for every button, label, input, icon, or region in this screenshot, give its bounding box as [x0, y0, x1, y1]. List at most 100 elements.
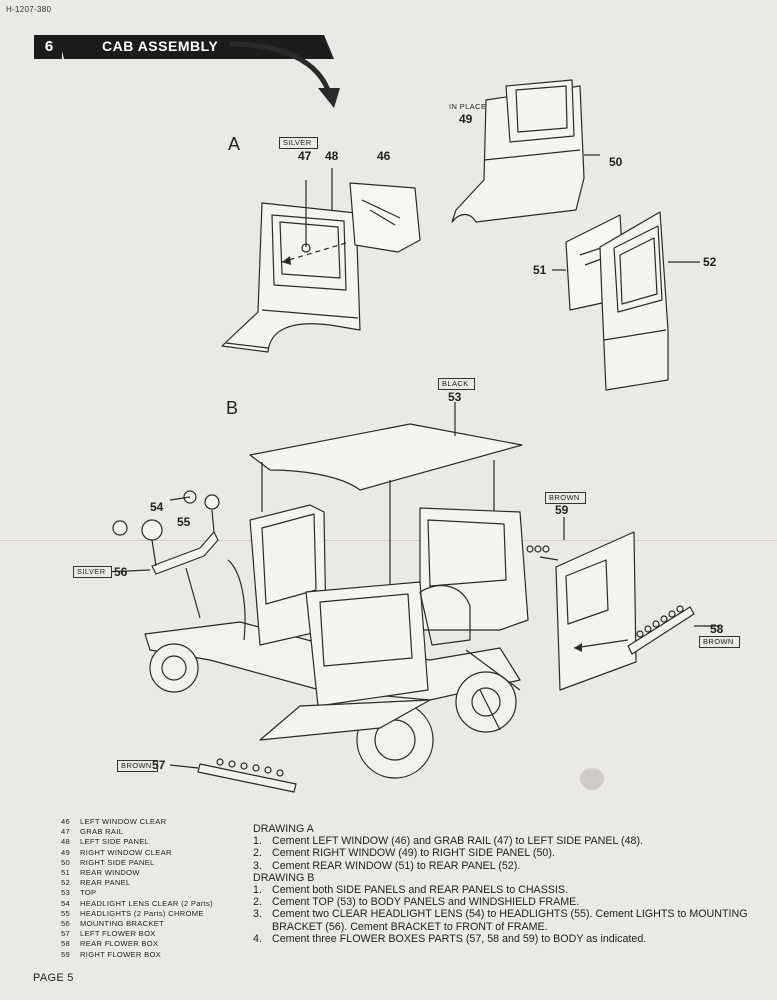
part-number: 56	[61, 919, 71, 929]
step-index: 2.	[253, 896, 262, 909]
part-number: 49	[61, 847, 71, 857]
drawing-a-letter: A	[228, 134, 241, 154]
part-number: 51	[61, 868, 71, 878]
part-name: REAR WINDOW	[80, 868, 140, 878]
rear-panel-drawing	[552, 211, 700, 391]
part-number: 47	[61, 827, 71, 837]
parts-list-row: 48 LEFT SIDE PANEL	[61, 837, 213, 847]
silver-tag-a: SILVER	[279, 137, 318, 149]
part-name: LEFT SIDE PANEL	[80, 837, 150, 847]
instruction-text: Cement three FLOWER BOXES PARTS (57, 58 …	[272, 932, 647, 945]
left-window-drawing	[281, 182, 421, 265]
instruction-text: Cement TOP (53) to BODY PANELS and WINDS…	[272, 896, 580, 909]
parts-list-row: 57 LEFT FLOWER BOX	[61, 929, 213, 939]
step-index: 4.	[253, 932, 262, 945]
part-name: RIGHT WINDOW CLEAR	[80, 847, 172, 857]
step-index: 2.	[253, 847, 262, 860]
part-name: LEFT WINDOW CLEAR	[80, 817, 167, 826]
headlights-drawing	[103, 490, 220, 619]
instruction-step: 2. Cement RIGHT WINDOW (49) to RIGHT SIDE…	[253, 847, 753, 859]
step-index: 1.	[253, 835, 262, 848]
drawing-b-heading: DRAWING B	[253, 871, 315, 884]
step-index: 3.	[253, 859, 262, 872]
part-label-48: 48	[325, 149, 339, 163]
parts-list-row: 49 RIGHT WINDOW CLEAR	[61, 848, 213, 858]
paper-smudge	[580, 768, 604, 790]
document-code: H-1207-380	[6, 5, 52, 14]
assembly-drawing	[103, 41, 720, 793]
drawing-a-heading: DRAWING A	[253, 823, 314, 835]
parts-list-row: 46 LEFT WINDOW CLEAR	[61, 817, 213, 827]
parts-list-row: 58 REAR FLOWER BOX	[61, 939, 213, 949]
part-number: 55	[61, 908, 71, 918]
part-number: 46	[61, 817, 71, 826]
part-label-55: 55	[177, 515, 191, 529]
drawing-b-letter: B	[226, 398, 239, 418]
instruction-step: 1. Cement LEFT WINDOW (46) and GRAB RAIL …	[253, 835, 753, 847]
part-number: 50	[61, 857, 71, 867]
instruction-text: Cement two CLEAR HEADLIGHT LENS (54) to …	[272, 908, 748, 933]
right-panel-b-drawing	[539, 531, 637, 691]
right-side-panel-drawing	[451, 79, 600, 223]
step-title: CAB ASSEMBLY	[102, 38, 219, 54]
instruction-step: 4. Cement three FLOWER BOXES PARTS (57, 5…	[253, 933, 753, 945]
part-name: MOUNTING BRACKET	[80, 919, 165, 929]
part-name: LEFT FLOWER BOX	[80, 929, 156, 939]
part-name: HEADLIGHTS (2 Parts) CHROME	[80, 908, 204, 918]
parts-list-row: 50 RIGHT SIDE PANEL	[61, 858, 213, 868]
part-number: 53	[61, 888, 71, 898]
step-banner	[34, 35, 334, 59]
part-number: 54	[61, 898, 71, 908]
part-name: RIGHT SIDE PANEL	[80, 857, 155, 867]
step-index: 3.	[253, 908, 262, 921]
part-label-57: 57	[152, 758, 166, 772]
parts-list-row: 53 TOP	[61, 888, 213, 898]
instruction-step: 1. Cement both SIDE PANELS and REAR PANEL…	[253, 884, 753, 896]
parts-list-row: 47 GRAB RAIL	[61, 827, 213, 837]
page-fold-line	[0, 540, 777, 541]
page-number: PAGE 5	[33, 972, 74, 984]
part-name: REAR FLOWER BOX	[80, 939, 159, 949]
part-label-54: 54	[150, 500, 164, 514]
part-label-46: 46	[377, 149, 391, 163]
part-name: GRAB RAIL	[80, 827, 124, 837]
parts-list-row: 56 MOUNTING BRACKET	[61, 919, 213, 929]
parts-list-row: 51 REAR WINDOW	[61, 868, 213, 878]
part-label-47: 47	[298, 149, 312, 163]
part-number: 57	[61, 929, 71, 939]
part-name: TOP	[80, 888, 97, 898]
part-label-56: 56	[114, 565, 128, 579]
instruction-text: Cement both SIDE PANELS and REAR PANELS …	[272, 884, 569, 897]
instruction-step: 2. Cement TOP (53) to BODY PANELS and WIN…	[253, 896, 753, 908]
part-label-53: 53	[448, 390, 462, 404]
part-label-49: 49	[459, 112, 473, 126]
instruction-text: Cement REAR WINDOW (51) to REAR PANEL (5…	[272, 859, 521, 872]
part-number: 52	[61, 878, 71, 888]
part-number: 48	[61, 837, 71, 847]
chassis-drawing	[144, 504, 529, 779]
part-label-52: 52	[703, 255, 717, 269]
step-index: 1.	[253, 884, 262, 897]
part-label-58: 58	[710, 622, 724, 636]
part-number: 59	[61, 949, 71, 959]
black-tag: BLACK	[438, 378, 475, 390]
instruction-step: 3. Cement REAR WINDOW (51) to REAR PANEL …	[253, 860, 753, 872]
part-number: 58	[61, 939, 71, 949]
flower-box-59-drawing	[526, 517, 565, 553]
brown-tag-59: BROWN	[545, 492, 586, 504]
brown-tag-58: BROWN	[699, 636, 740, 648]
part-label-51: 51	[533, 263, 547, 277]
instruction-text: Cement RIGHT WINDOW (49) to RIGHT SIDE P…	[272, 847, 555, 860]
parts-list-row: 55 HEADLIGHTS (2 Parts) CHROME	[61, 909, 213, 919]
parts-list: 46 LEFT WINDOW CLEAR 47 GRAB RAIL 48 LEFT S…	[61, 817, 213, 960]
flower-box-58-drawing	[627, 605, 720, 655]
step-number: 6	[44, 38, 54, 55]
top-drawing	[249, 402, 523, 598]
instruction-step: 3. Cement two CLEAR HEADLIGHT LENS (54) t…	[253, 908, 753, 932]
instruction-text: Cement LEFT WINDOW (46) and GRAB RAIL (4…	[272, 835, 644, 848]
assembly-instructions: DRAWING A 1. Cement LEFT WINDOW (46) and …	[253, 823, 753, 945]
